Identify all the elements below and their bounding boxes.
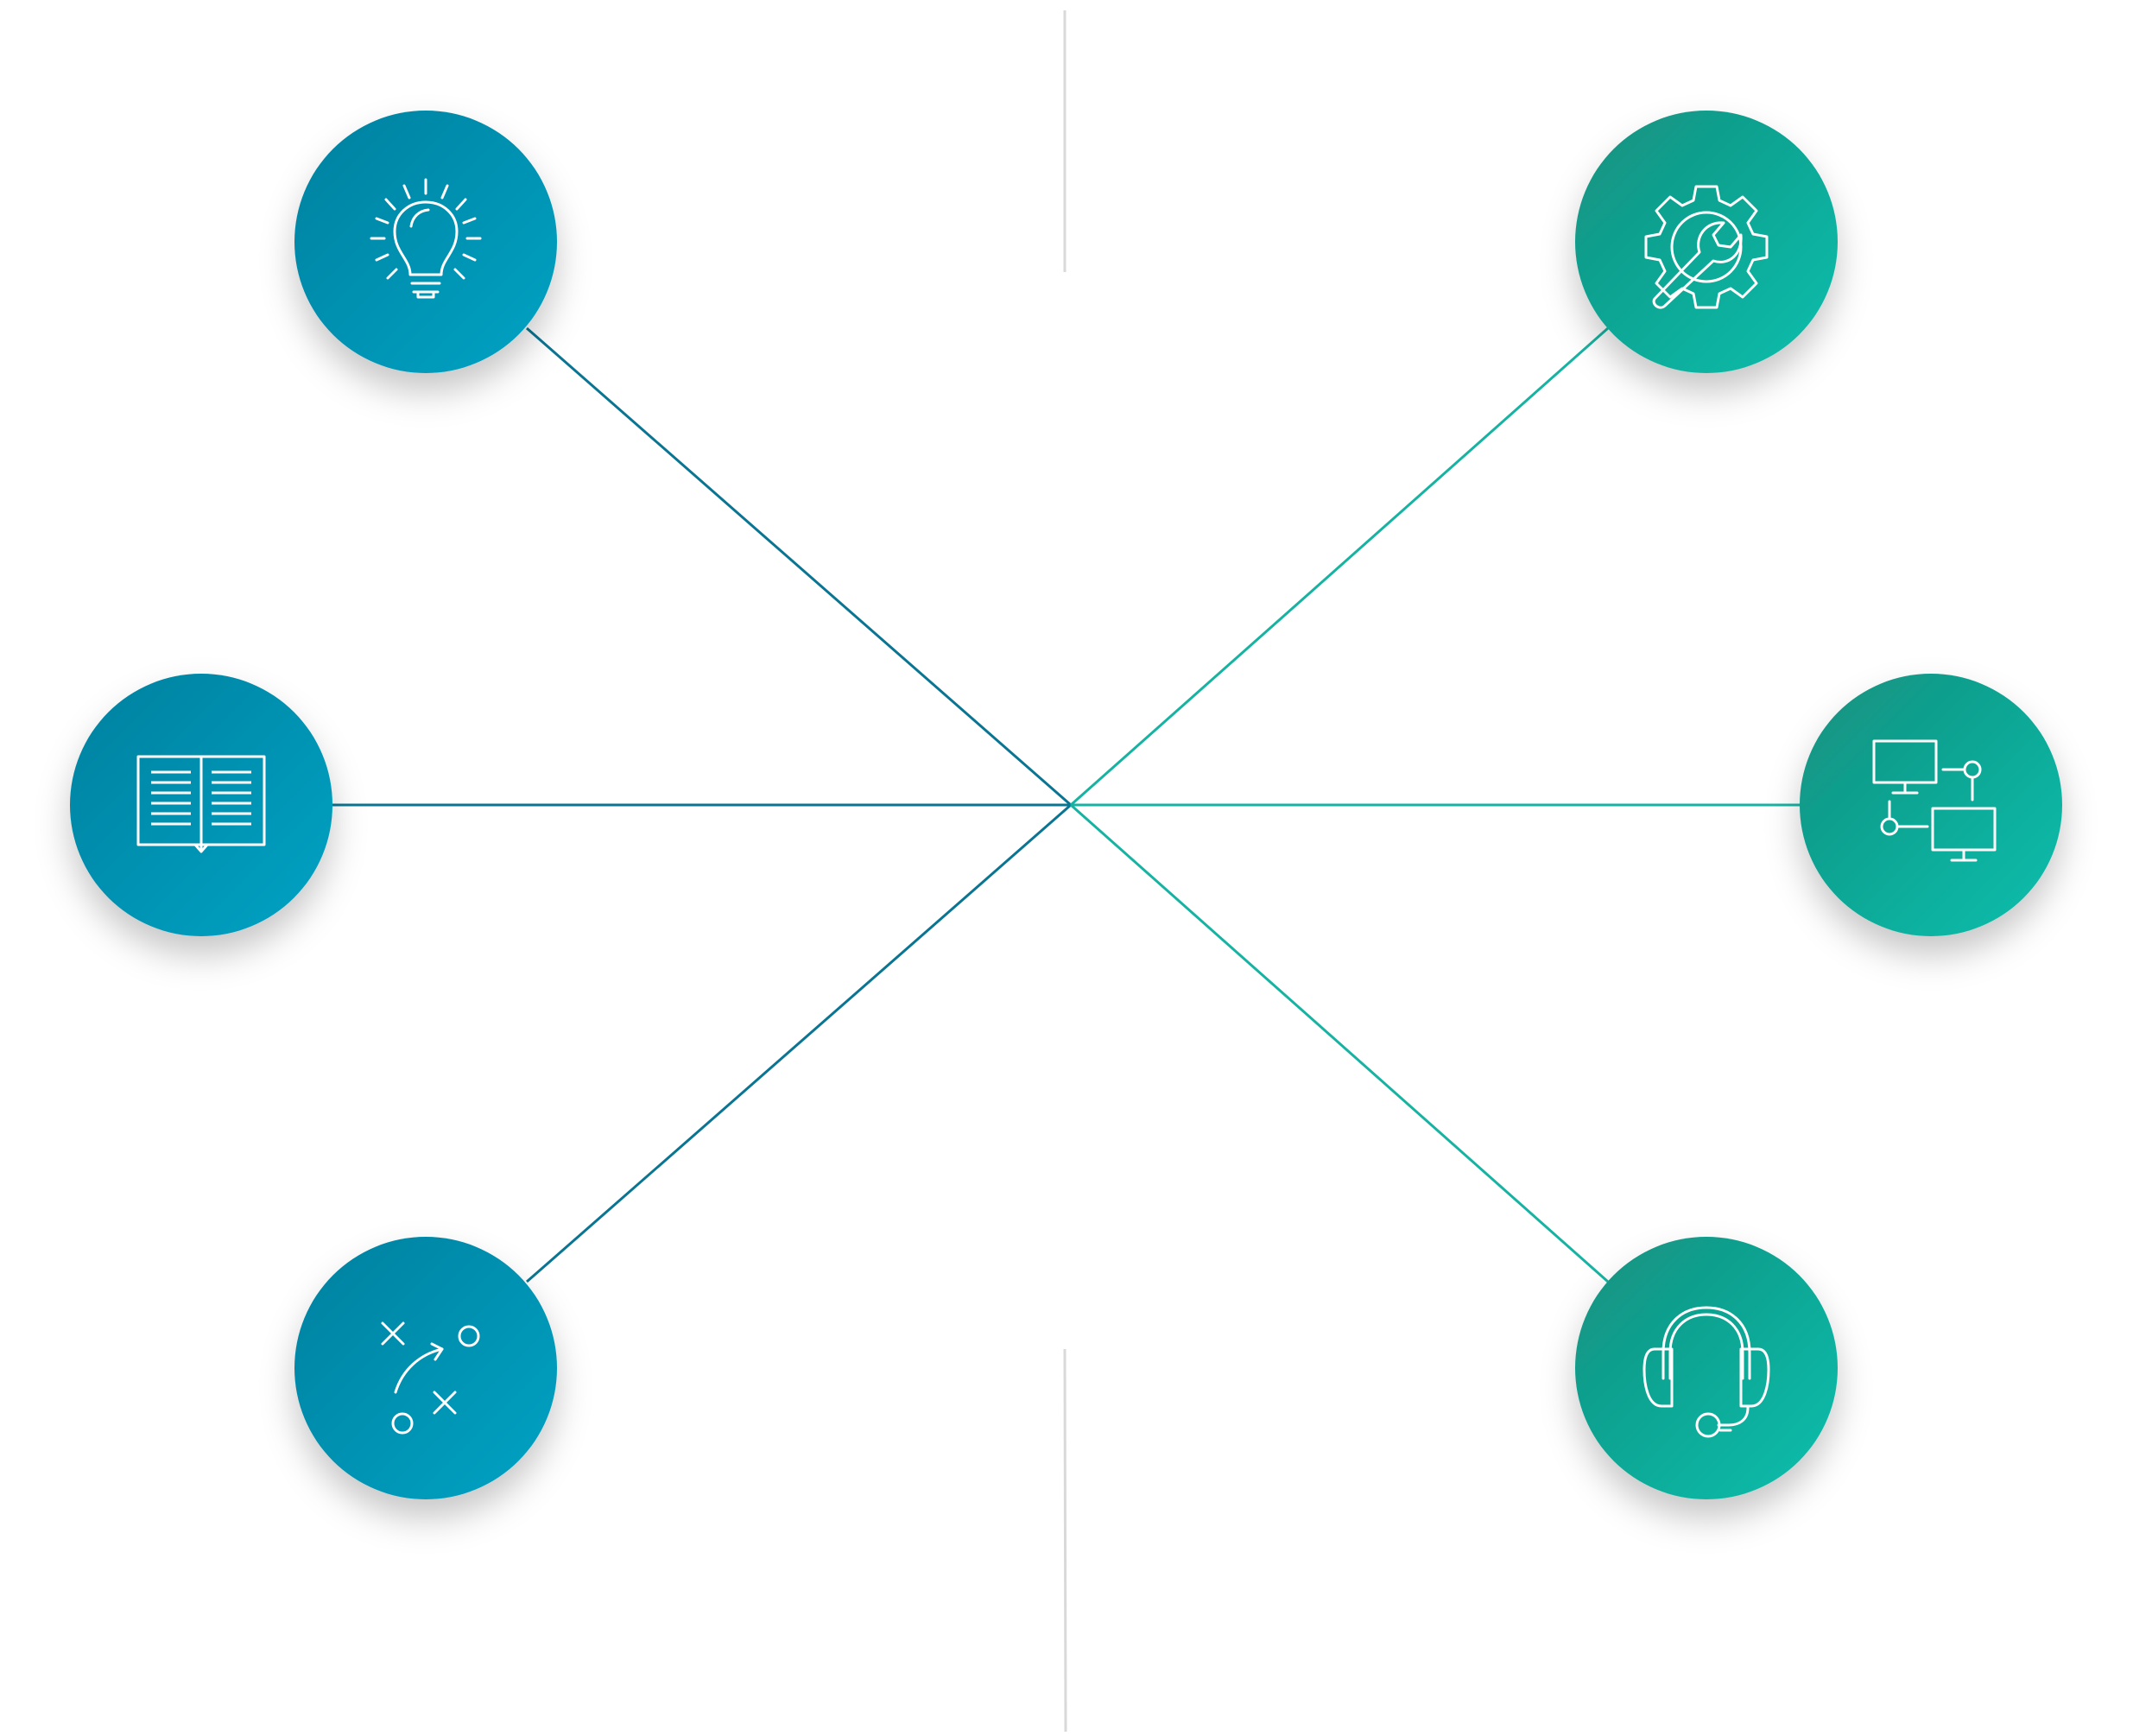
connector-top-left [526, 326, 1072, 807]
gear-wrench-icon [1644, 185, 1769, 309]
divider-bottom [1063, 1348, 1067, 1733]
node-mid-right [1800, 674, 2062, 936]
node-top-left [294, 111, 557, 373]
headset-icon [1642, 1306, 1770, 1438]
connector-bottom-left [526, 803, 1072, 1283]
open-book-icon [136, 755, 266, 853]
node-mid-left [70, 674, 332, 936]
connector-top-right [1070, 326, 1609, 807]
lightbulb-icon [370, 178, 482, 299]
network-computers-icon [1872, 739, 1997, 862]
connector-lines [332, 326, 1801, 1283]
strategy-play-icon [381, 1321, 480, 1435]
node-top-right [1575, 111, 1838, 373]
node-bottom-left [294, 1237, 557, 1499]
node-bottom-right [1575, 1237, 1838, 1499]
connector-bottom-right [1070, 803, 1609, 1283]
